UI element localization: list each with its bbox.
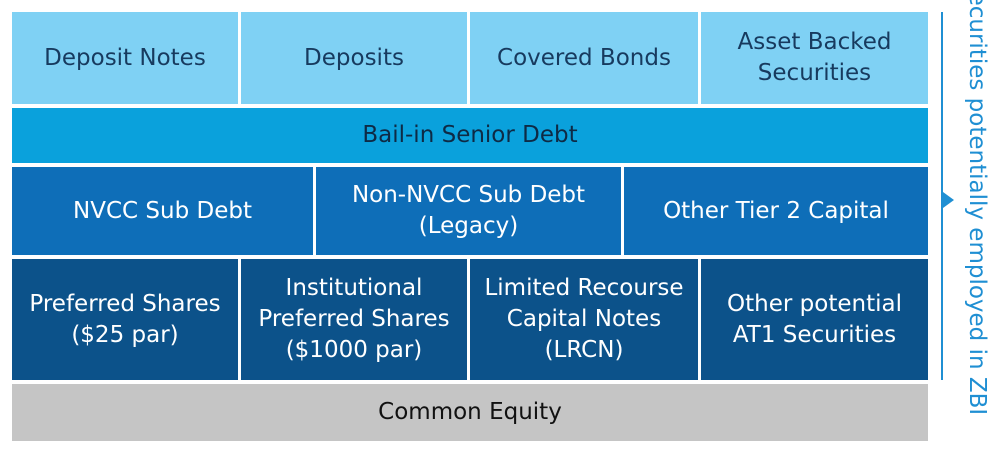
cell-label-line: Preferred Shares <box>258 306 450 332</box>
cell-label: Bail-in Senior Debt <box>362 122 578 148</box>
cell-label-line: Other potential <box>727 290 902 317</box>
cell-other-at1-securities: Other potential AT1 Securities <box>701 259 928 380</box>
cell-label-line: AT1 Securities <box>732 321 897 348</box>
cell-label-line: (LRCN) <box>544 337 624 363</box>
cell-institutional-preferred-shares: Institutional Preferred Shares ($1000 pa… <box>241 259 467 380</box>
cell-label-line: Preferred Shares <box>29 290 221 317</box>
cell-lrcn: Limited Recourse Capital Notes (LRCN) <box>470 259 698 380</box>
cell-other-tier-2-capital: Other Tier 2 Capital <box>624 167 928 255</box>
cell-label-line: (Legacy) <box>418 213 519 239</box>
cell-covered-bonds: Covered Bonds <box>470 12 698 104</box>
cell-preferred-shares: Preferred Shares ($25 par) <box>12 259 238 380</box>
side-label: Securities potentially employed in ZBI <box>964 0 990 416</box>
cell-label: Deposits <box>304 44 404 71</box>
cell-label: NVCC Sub Debt <box>73 197 252 224</box>
cell-label: Institutional Preferred Shares ($1000 pa… <box>258 273 449 366</box>
cell-label-line: ($1000 par) <box>285 337 423 363</box>
cell-label-line: ($25 par) <box>71 321 179 348</box>
cell-label: Limited Recourse Capital Notes (LRCN) <box>484 273 683 366</box>
cell-label: Preferred Shares ($25 par) <box>29 289 220 351</box>
cell-bail-in-senior-debt: Bail-in Senior Debt <box>12 108 928 163</box>
cell-label: Other Tier 2 Capital <box>663 197 889 224</box>
cell-asset-backed-securities: Asset Backed Securities <box>701 12 928 104</box>
cell-nvcc-sub-debt: NVCC Sub Debt <box>12 167 313 255</box>
cell-label: Covered Bonds <box>497 44 671 71</box>
cell-label: Non-NVCC Sub Debt (Legacy) <box>352 180 585 242</box>
cell-non-nvcc-sub-debt: Non-NVCC Sub Debt (Legacy) <box>316 167 621 255</box>
cell-label-line: Institutional <box>285 275 423 301</box>
bracket-arrow-icon <box>943 192 954 208</box>
cell-label: Deposit Notes <box>44 44 206 71</box>
cell-common-equity: Common Equity <box>12 384 928 441</box>
cell-label-line: Asset Backed <box>737 29 892 55</box>
cell-deposit-notes: Deposit Notes <box>12 12 238 104</box>
cell-label: Other potential AT1 Securities <box>727 289 902 351</box>
cell-label-line: Limited Recourse <box>484 275 684 301</box>
cell-label-line: Non-NVCC Sub Debt <box>351 182 586 208</box>
cell-label: Asset Backed Securities <box>738 27 892 89</box>
cell-deposits: Deposits <box>241 12 467 104</box>
cell-label-line: Capital Notes <box>506 306 662 332</box>
cell-label: Common Equity <box>378 399 562 425</box>
cell-label-line: Securities <box>757 60 872 86</box>
bracket-line <box>941 12 943 380</box>
